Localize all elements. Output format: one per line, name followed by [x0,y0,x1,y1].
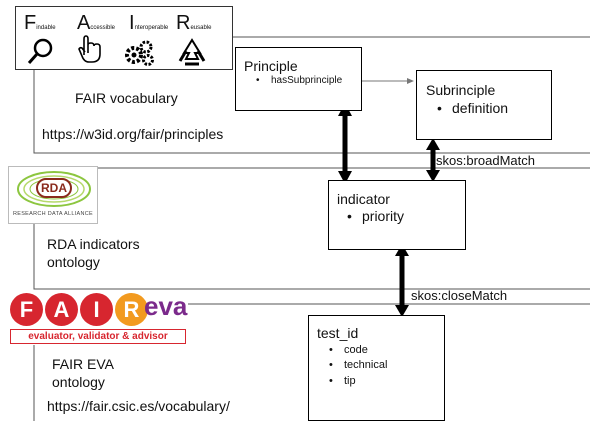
broad-match-arrowhead-bottom [426,170,440,182]
rda-logo: RDA RESEARCH DATA ALLIANCE [8,166,98,224]
subprinciple-property: •definition [437,100,509,116]
close-match-label: skos:closeMatch [411,288,508,303]
principle-property: •hasSubprinciple [256,75,343,86]
indicator-title: indicator [337,191,390,207]
principle-box: Principle •hasSubprinciple [235,47,362,111]
principle-title: Principle [244,58,298,74]
subprinciple-title: Subrinciple [426,82,496,98]
eva-ontology-url[interactable]: https://fair.csic.es/vocabulary/ [47,398,230,414]
eva-tagline: evaluator, validator & advisor [10,329,186,344]
broad-match-arrowhead-top [426,138,440,150]
fair-vocabulary-label: FAIR vocabulary [75,90,178,106]
eva-letter-i: I [80,293,113,326]
fair-eva-logo: F A I R eva evaluator, validator & advis… [8,291,188,345]
indicator-box: indicator •priority [328,180,466,250]
rda-ontology-line1: RDA indicators [47,236,140,252]
pointing-hand-icon [78,35,101,63]
close-match-arrowhead-top [395,244,409,256]
rda-ontology-line2: ontology [47,254,100,270]
indicator-property: •priority [347,208,405,224]
test-id-title: test_id [317,325,359,341]
close-match-arrowhead-bottom [395,305,409,317]
recycle-icon [178,38,206,66]
eva-ontology-line1: FAIR EVA [52,356,114,372]
fair-letter-f: Findable [24,12,56,34]
rda-caption: RESEARCH DATA ALLIANCE [12,211,94,217]
fair-letter-i: Interoperable [129,12,169,34]
fair-letter-a: Accessible [77,12,116,34]
test-property-technical: •technical [329,359,388,371]
magnifier-icon [27,38,53,64]
fair-letter-r: Reusable [176,12,212,34]
broad-match-label: skos:broadMatch [436,153,535,168]
rda-section-bottom-line [33,224,590,290]
has-subprinciple-arrowhead [407,78,414,84]
fair-vocabulary-url[interactable]: https://w3id.org/fair/principles [42,126,224,142]
eva-letter-r: R [115,293,148,326]
gears-icon [125,40,154,66]
eva-suffix: eva [144,291,188,321]
test-property-tip: •tip [329,375,356,387]
fair-logo: Findable Accessible Interoperable Reusab… [15,6,233,70]
fair-section-bottom-line [33,70,590,154]
principle-indicator-arrowhead-bottom [338,171,352,184]
eva-ontology-line2: ontology [52,374,105,390]
eva-letter-a: A [45,293,78,326]
test-id-box: test_id •code •technical •tip [308,315,445,421]
test-property-code: •code [329,344,368,356]
eva-letter-f: F [10,293,43,326]
subprinciple-box: Subrinciple •definition [416,70,552,140]
rda-badge: RDA [36,178,72,198]
